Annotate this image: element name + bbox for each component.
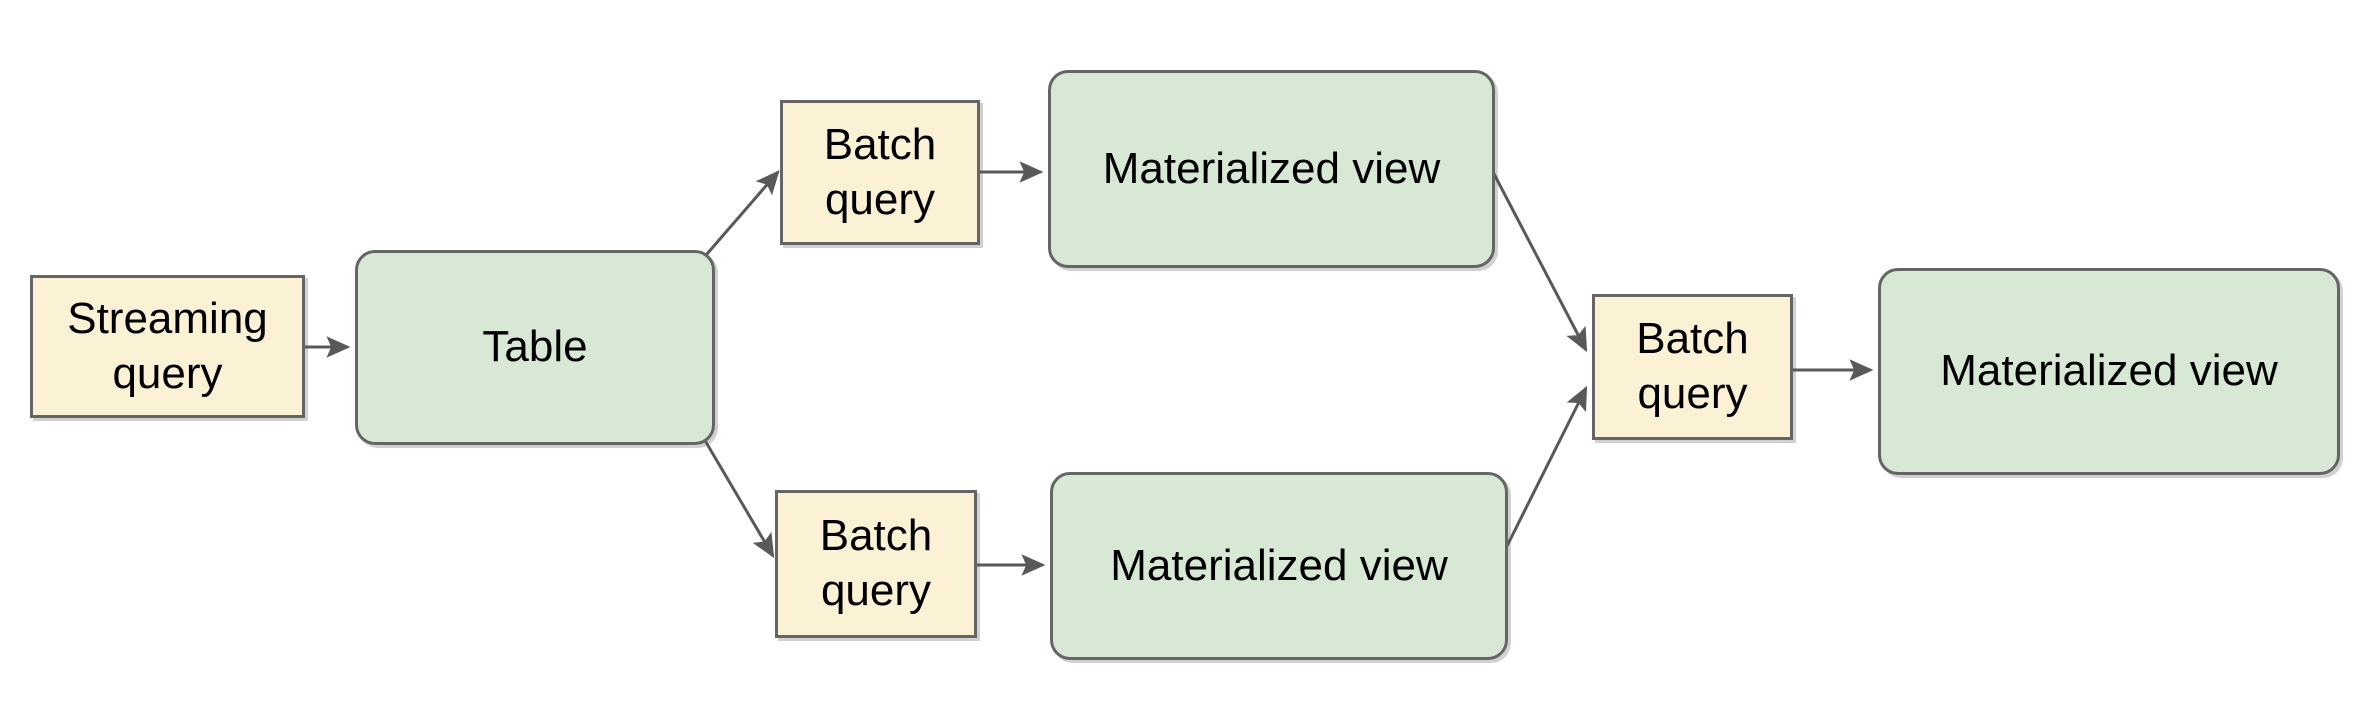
node-label: Batch query (1636, 314, 1749, 418)
node-table[interactable]: Table (355, 250, 715, 445)
node-materialized-view-bottom[interactable]: Materialized view (1050, 472, 1508, 660)
edge-table-to-batch-query-bottom (698, 431, 775, 559)
node-label: Batch query (819, 511, 933, 615)
edge-materialized-view-bottom-to-batch-query-right (1495, 385, 1588, 567)
node-materialized-view-top[interactable]: Materialized view (1048, 70, 1495, 268)
node-label: Table (482, 322, 588, 372)
node-label: Materialized view (1940, 346, 2278, 396)
node-label: Materialized view (1110, 540, 1448, 590)
node-label: Streaming query (67, 293, 268, 398)
node-label: Batch query (823, 119, 937, 224)
node-batch-query-bottom[interactable]: Batch query (775, 490, 977, 638)
node-streaming-query[interactable]: Streaming query (30, 275, 305, 418)
node-batch-query-top[interactable]: Batch query (780, 100, 980, 245)
node-materialized-view-right[interactable]: Materialized view (1878, 268, 2340, 475)
edge-table-to-batch-query-top (698, 170, 780, 263)
edge-materialized-view-top-to-batch-query-right (1491, 171, 1588, 353)
node-batch-query-right[interactable]: Batch query (1592, 294, 1793, 440)
node-label: Materialized view (1102, 143, 1441, 193)
